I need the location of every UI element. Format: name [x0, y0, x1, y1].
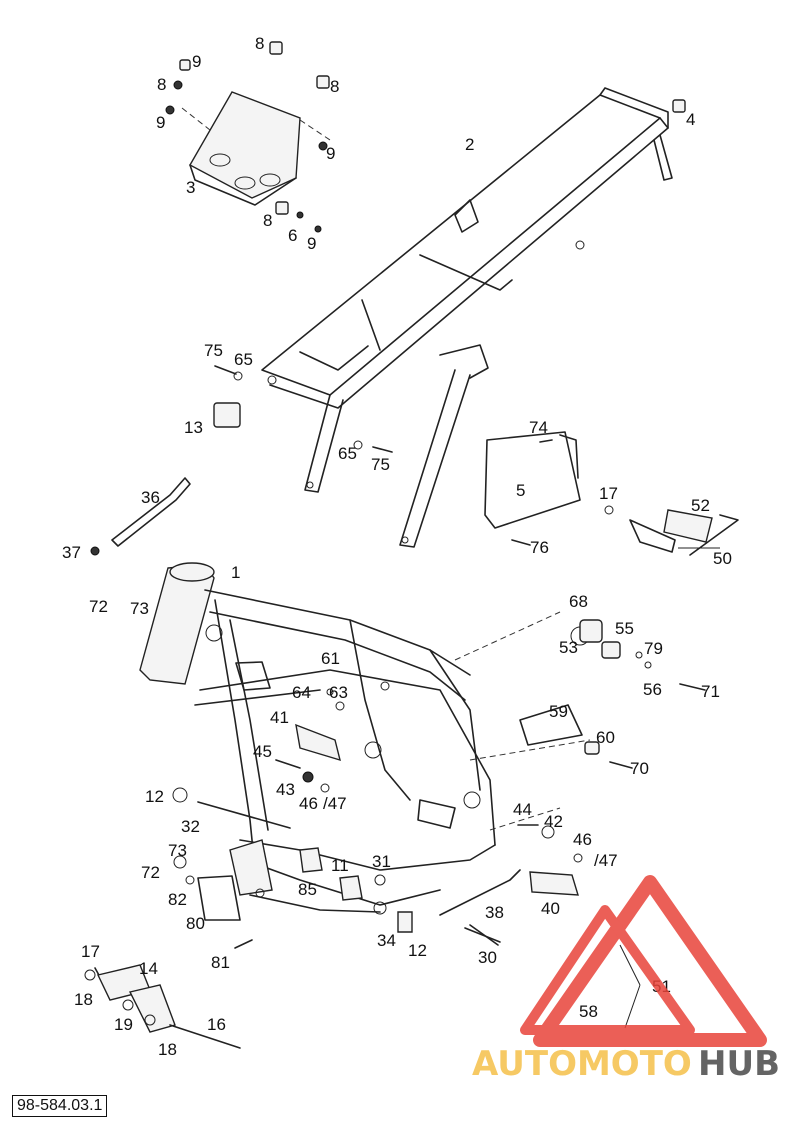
- callout-1: 1: [231, 563, 240, 582]
- callout-4: 4: [686, 110, 695, 129]
- callout-34: 34: [377, 931, 396, 950]
- watermark-triangle-outer: [533, 875, 767, 1047]
- callout-45: 45: [253, 742, 272, 761]
- callout-80: 80: [186, 914, 205, 933]
- callout-85: 85: [298, 880, 317, 899]
- callout-5: 5: [516, 481, 525, 500]
- callout-56: 56: [643, 680, 662, 699]
- callout-42: 42: [544, 812, 563, 831]
- skid-plate-hardware: [165, 41, 686, 233]
- callout-12: 12: [408, 941, 427, 960]
- callout-44: 44: [513, 800, 532, 819]
- callout-41: 41: [270, 708, 289, 727]
- callout-73: 73: [168, 841, 187, 860]
- callout-6: 6: [288, 226, 297, 245]
- callout-11: 11: [331, 856, 349, 875]
- callout-37: 37: [62, 543, 81, 562]
- callout-75: 75: [371, 455, 390, 474]
- callout-47: /47: [594, 851, 618, 870]
- callout-9: 9: [307, 234, 316, 253]
- misc-parts-upper: [90, 365, 739, 556]
- callout-75: 75: [204, 341, 223, 360]
- callout-61: 61: [321, 649, 340, 668]
- callout-18: 18: [158, 1040, 177, 1059]
- callout-72: 72: [89, 597, 108, 616]
- callout-58: 58: [579, 1002, 598, 1021]
- callout-65: 65: [338, 444, 357, 463]
- callout-71: 71: [701, 682, 720, 701]
- callout-38: 38: [485, 903, 504, 922]
- footpeg-parts: [84, 619, 706, 1049]
- callout-68: 68: [569, 592, 588, 611]
- document-number: 98-584.03.1: [12, 1095, 108, 1117]
- callout-9: 9: [156, 113, 165, 132]
- callout-8: 8: [330, 77, 339, 96]
- callout-30: 30: [478, 948, 497, 967]
- callout-40: 40: [541, 899, 560, 918]
- callout-74: 74: [529, 418, 548, 437]
- callout-52: 52: [691, 496, 710, 515]
- callout-43: 43: [276, 780, 295, 799]
- callout-16: 16: [207, 1015, 226, 1034]
- callout-36: 36: [141, 488, 160, 507]
- callout-79: 79: [644, 639, 663, 658]
- callout-53: 53: [559, 638, 578, 657]
- callout-73: 73: [130, 599, 149, 618]
- callout-46: 46: [299, 794, 318, 813]
- leader-lines: [181, 107, 720, 1029]
- callout-46: 46: [573, 830, 592, 849]
- callout-12: 12: [145, 787, 164, 806]
- callout-50: 50: [713, 549, 732, 568]
- callout-13: 13: [184, 418, 203, 437]
- watermark-logo: AUTOMOTO HUB: [472, 875, 780, 1084]
- callout-59: 59: [549, 702, 568, 721]
- callout-8: 8: [157, 75, 166, 94]
- callout-14: 14: [139, 959, 158, 978]
- callout-70: 70: [630, 759, 649, 778]
- subframe-drawing: [261, 87, 673, 548]
- callout-9: 9: [192, 52, 201, 71]
- callout-63: 63: [329, 683, 348, 702]
- callout-65: 65: [234, 350, 253, 369]
- watermark-text-part1: AUTOMOTO: [472, 1044, 692, 1084]
- callout-76: 76: [530, 538, 549, 557]
- main-frame-drawing: [139, 562, 496, 913]
- callout-82: 82: [168, 890, 187, 909]
- callout-18: 18: [74, 990, 93, 1009]
- callout-19: 19: [114, 1015, 133, 1034]
- watermark-text-part2: HUB: [698, 1044, 780, 1084]
- callout-64: 64: [292, 683, 311, 702]
- skid-plate-drawing: [189, 91, 301, 206]
- callout-72: 72: [141, 863, 160, 882]
- callout-55: 55: [615, 619, 634, 638]
- callout-2: 2: [465, 135, 474, 154]
- callout-3: 3: [186, 178, 195, 197]
- callout-47: /47: [323, 794, 347, 813]
- callout-32: 32: [181, 817, 200, 836]
- callout-17: 17: [599, 484, 618, 503]
- callout-9: 9: [326, 144, 335, 163]
- callout-17: 17: [81, 942, 100, 961]
- callout-81: 81: [211, 953, 230, 972]
- callout-31: 31: [372, 852, 391, 871]
- callout-60: 60: [596, 728, 615, 747]
- watermark-triangle-inner: [520, 905, 695, 1035]
- callout-8: 8: [255, 34, 264, 53]
- callout-labels: 1 2 3 4 5 6 8 8 8 8 9 9 9 9 11 12 12 13 …: [62, 34, 732, 1059]
- callout-8: 8: [263, 211, 272, 230]
